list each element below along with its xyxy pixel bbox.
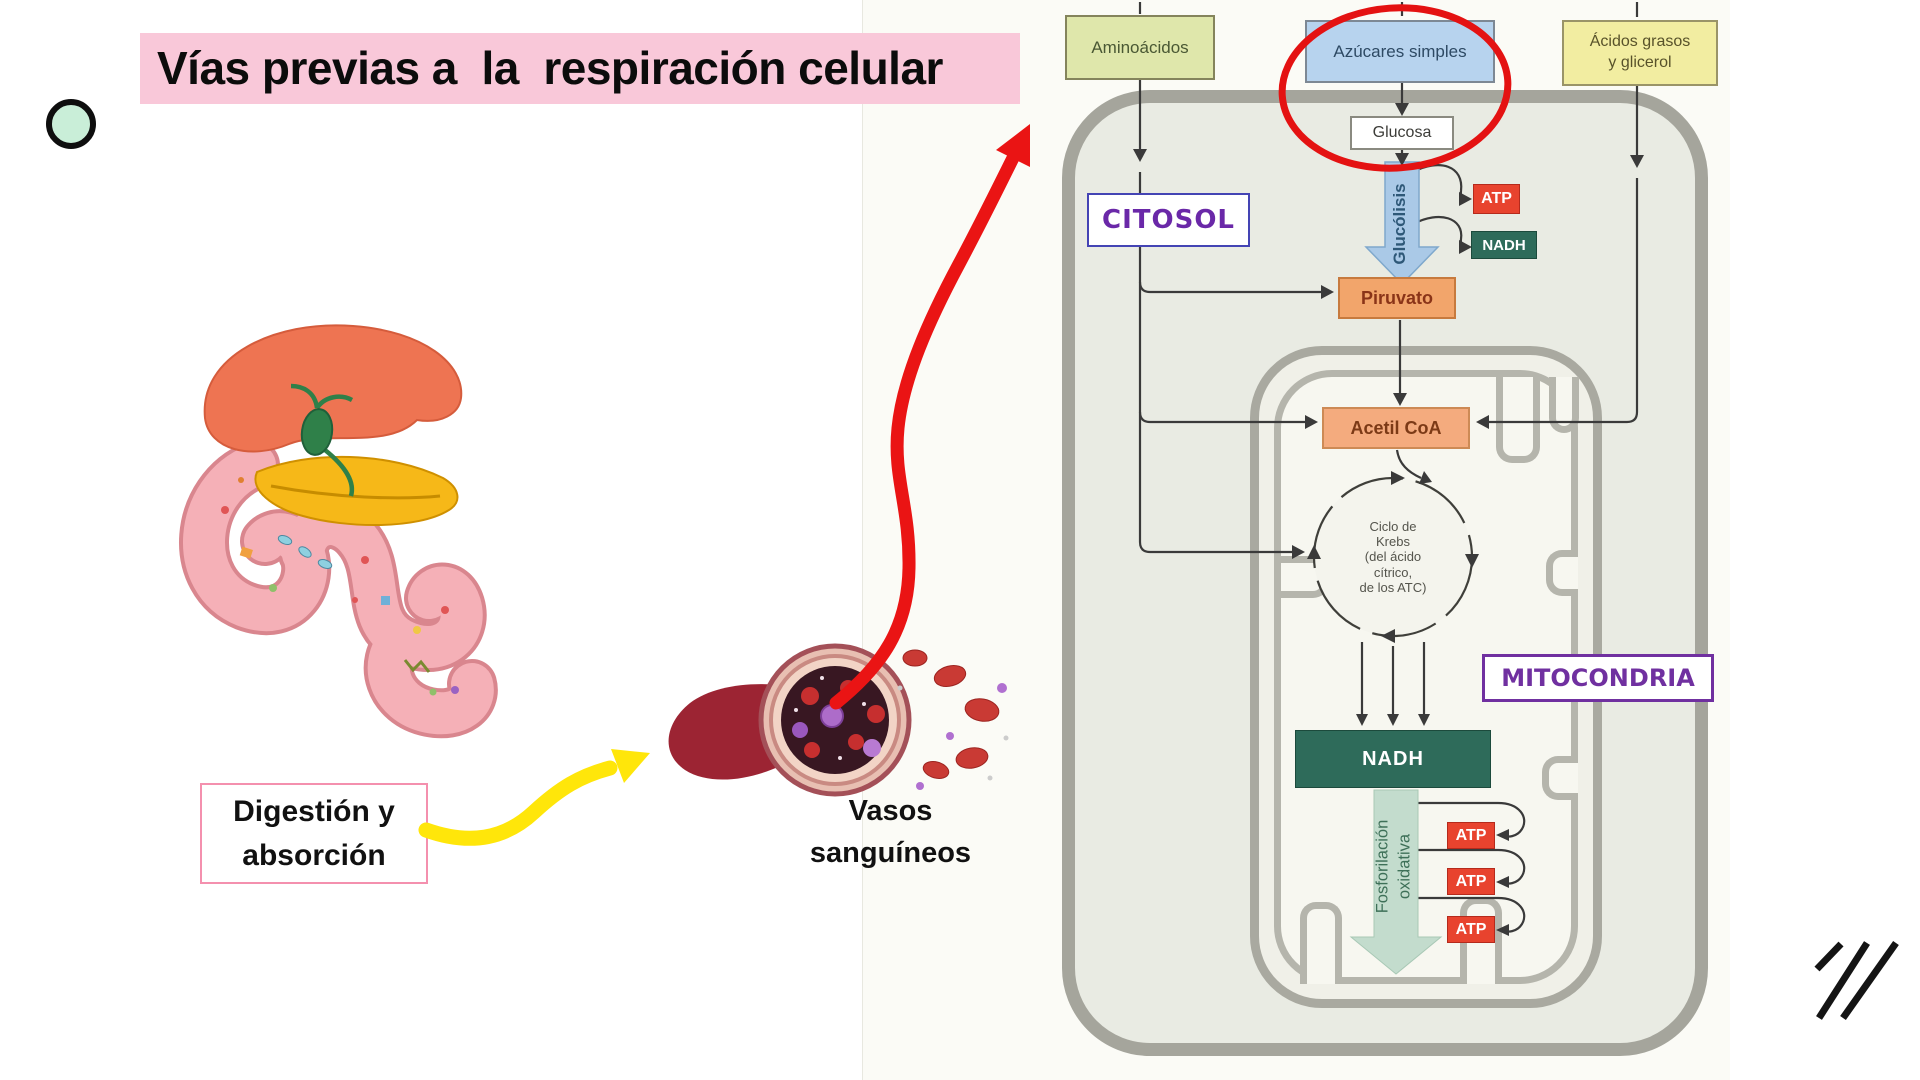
piruvato-box: Piruvato: [1338, 277, 1456, 319]
intestine-shape: [179, 440, 498, 739]
azucares-simples-box: Azúcares simples: [1305, 20, 1495, 83]
title-banner: Vías previas a la respiración celular: [140, 33, 1020, 104]
glucolisis-label: Glucólisis: [1390, 183, 1409, 265]
glycolysis-atp-box: ATP: [1473, 184, 1520, 214]
crista-fold: [1300, 902, 1342, 984]
pancreas-duct: [270, 484, 441, 500]
pancreas-shape: [254, 455, 459, 527]
fosforilacion-oxidativa-label: Fosforilación oxidativa: [1373, 819, 1413, 914]
crista-fold: [1542, 756, 1578, 800]
crista-fold: [1496, 377, 1540, 463]
gallbladder-shape: [290, 383, 355, 497]
digestion-label: Digestión y absorción: [200, 783, 428, 884]
mitocondria-region-label: MITOCONDRIA: [1482, 654, 1714, 702]
oxidative-phosphorylation-arrow: [1349, 789, 1443, 975]
glycolysis-nadh-box: NADH: [1471, 231, 1537, 259]
vessels-label: Vasos sanguíneos: [809, 795, 972, 870]
oxphos-atp-box-1: ATP: [1447, 822, 1495, 849]
krebs-cycle-label: Ciclo de Krebs (del ácido cítrico, de lo…: [1359, 518, 1427, 595]
citosol-region-label: CITOSOL: [1087, 193, 1250, 247]
digestive-system-illustration: [179, 324, 498, 739]
mitochondrial-nadh-box: NADH: [1295, 730, 1491, 788]
decorative-circle-icon: [46, 99, 96, 149]
arrowheads: [1133, 103, 1644, 936]
oxphos-atp-box-3: ATP: [1447, 916, 1495, 943]
acidos-grasos-box: Ácidos grasos y glicerol: [1562, 20, 1718, 86]
oxphos-atp-box-2: ATP: [1447, 868, 1495, 895]
slide-title: Vías previas a la respiración celular: [157, 42, 943, 94]
crista-fold: [1546, 550, 1578, 596]
acetil-coa-box: Acetil CoA: [1322, 407, 1470, 449]
liver-shape: [203, 324, 463, 453]
pathway-lines: [1138, 2, 1639, 933]
aminoacidos-box: Aminoácidos: [1065, 15, 1215, 80]
glucosa-box: Glucosa: [1350, 116, 1454, 150]
crista-fold: [1549, 377, 1579, 433]
glycolysis-arrow: [1364, 161, 1440, 286]
nutrient-particles: [221, 477, 459, 696]
